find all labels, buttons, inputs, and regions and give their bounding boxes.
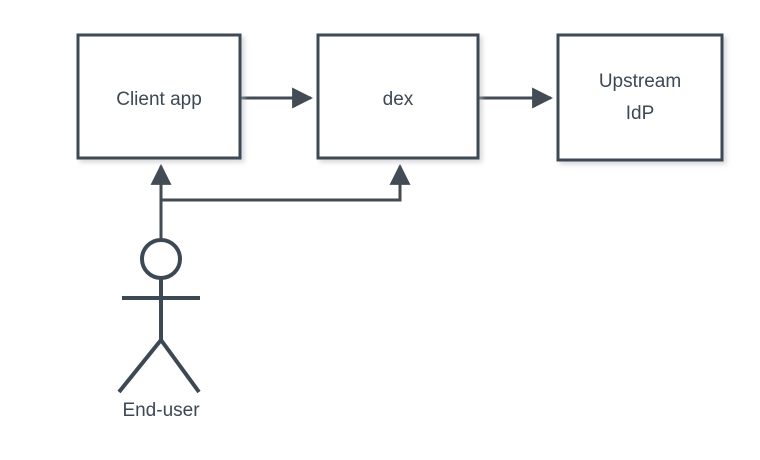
node-client-app-rect[interactable]: [76, 33, 242, 160]
node-upstream-idp-label-line1: Upstream: [599, 71, 681, 92]
actor-head-icon: [140, 238, 182, 280]
edge-user-to-dex: [161, 163, 411, 202]
node-upstream-idp-rect[interactable]: [556, 33, 724, 162]
node-dex-rect[interactable]: [316, 33, 480, 160]
actor-end-user-label: End-user: [122, 400, 200, 421]
node-dex[interactable]: dex: [316, 33, 480, 160]
actor-right-leg-line: [159, 338, 201, 394]
actor-end-user[interactable]: End-user: [117, 238, 201, 421]
node-upstream-idp-label-line2: IdP: [626, 103, 655, 124]
node-dex-label: dex: [383, 89, 414, 110]
node-client-app[interactable]: Client app: [76, 33, 242, 160]
node-client-app-label: Client app: [116, 89, 202, 110]
edge-user-to-dex-line: [161, 163, 411, 202]
node-upstream-idp[interactable]: Upstream IdP: [556, 33, 724, 162]
actor-left-leg-line: [117, 338, 163, 394]
